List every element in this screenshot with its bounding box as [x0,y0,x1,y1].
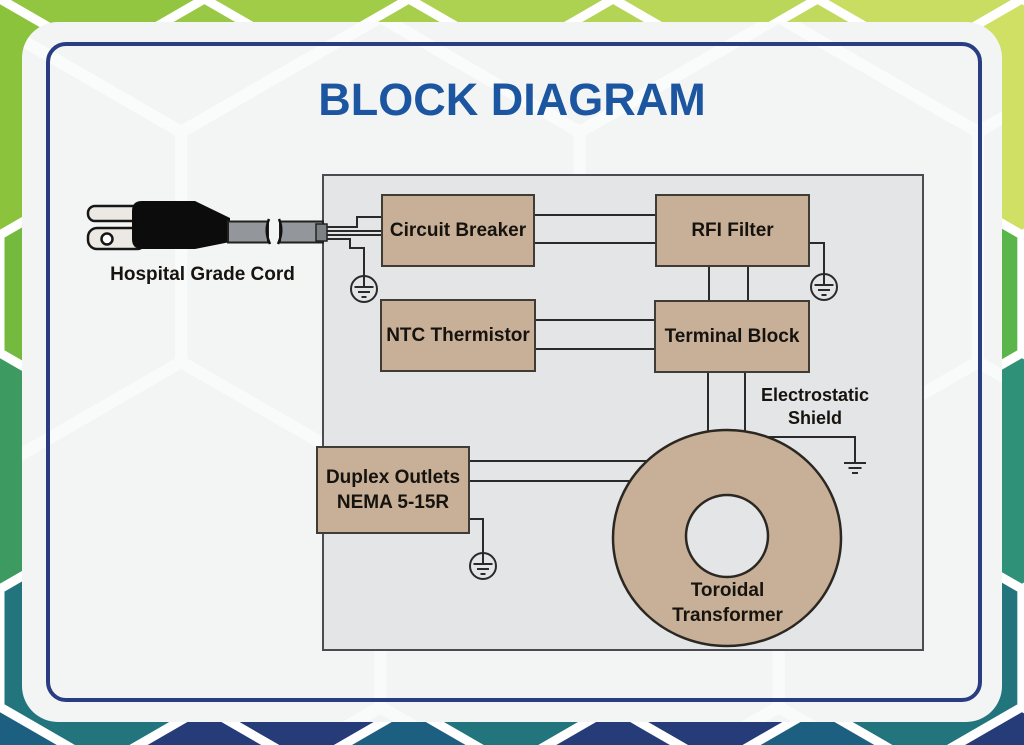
ntc-thermistor-block: NTC Thermistor [380,299,536,372]
terminal-block-label: Terminal Block [664,325,800,347]
electrostatic-shield-label-line1: Electrostatic [760,385,870,405]
ntc-thermistor-label: NTC Thermistor [386,324,530,346]
electrostatic-shield-label: Electrostatic Shield [750,384,880,430]
hospital-grade-cord-label: Hospital Grade Cord [110,264,295,285]
duplex-outlets-label-line2: NEMA 5-15R [336,492,450,513]
toroidal-transformer-label-line2: Transformer [672,605,783,626]
page-title: BLOCK DIAGRAM [318,74,706,125]
wires [324,214,856,553]
card-navy-border [46,42,982,702]
chassis-ground-icon [844,462,866,474]
circuit-breaker-block: Circuit Breaker [381,194,535,267]
duplex-outlets-block: Duplex Outlets NEMA 5-15R [316,446,470,534]
toroidal-transformer-label-line1: Toroidal [690,580,765,601]
toroidal-transformer-label: Toroidal Transformer [640,578,815,628]
circuit-breaker-label: Circuit Breaker [389,219,527,241]
duplex-outlets-label-line1: Duplex Outlets [325,467,461,488]
electrostatic-shield-label-line2: Shield [787,408,842,428]
rfi-filter-block: RFI Filter [655,194,810,267]
toroidal-transformer-shape [611,428,843,648]
power-plug-icon [86,201,328,251]
rfi-filter-label: RFI Filter [691,219,774,241]
terminal-block-block: Terminal Block [654,300,810,373]
